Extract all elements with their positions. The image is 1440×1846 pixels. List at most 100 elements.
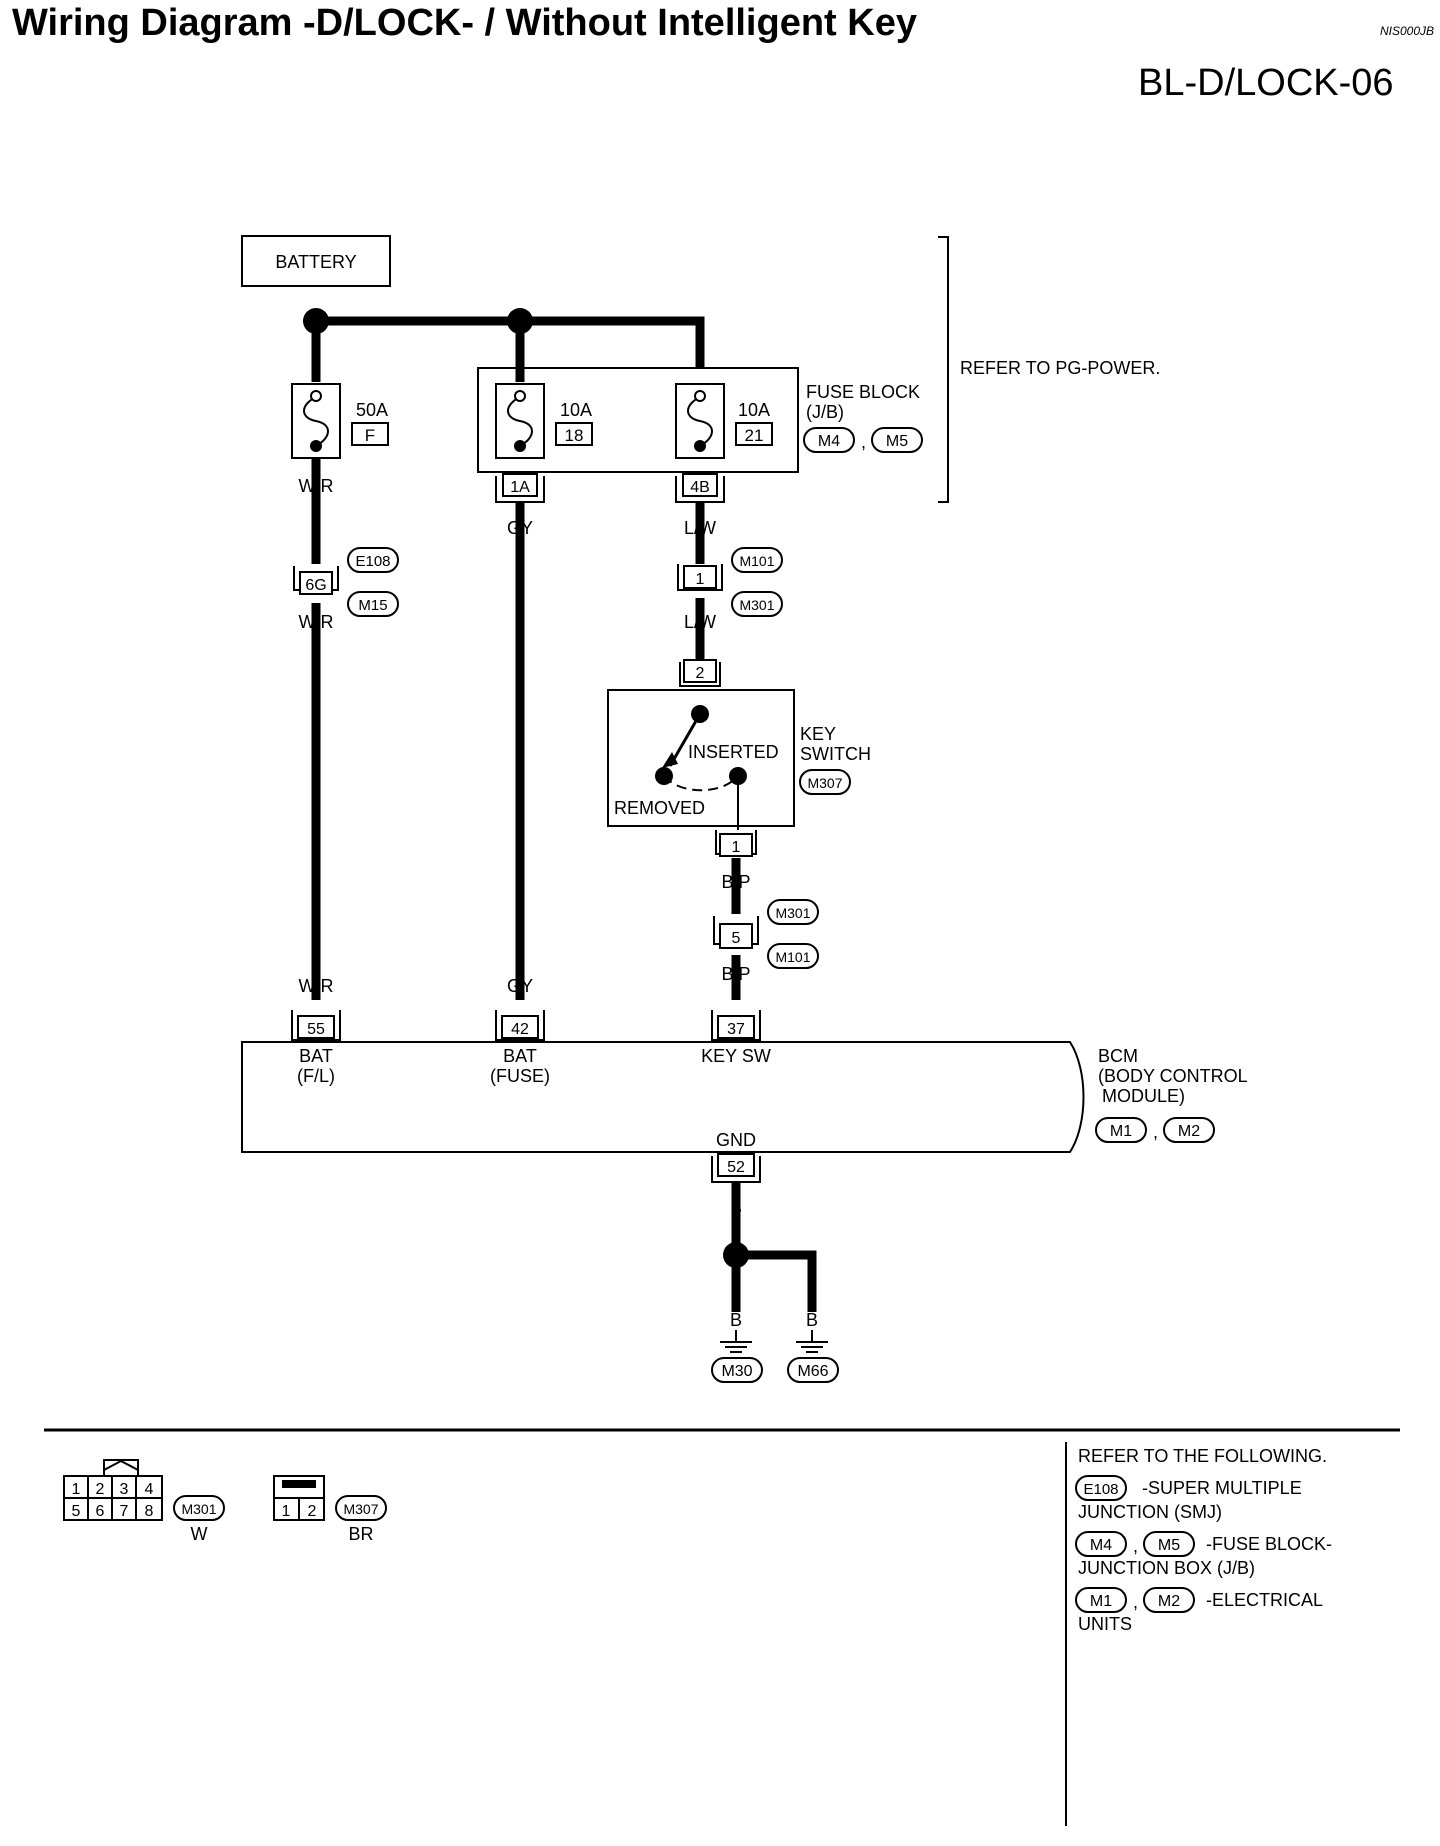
wire-color-w-r-3: W/R (299, 976, 334, 996)
svg-text:UNITS: UNITS (1078, 1614, 1132, 1634)
key-switch-connector-m307: M307 (807, 775, 842, 791)
svg-text:E108: E108 (1083, 1481, 1118, 1498)
connector-m101-tag-2: M101 (775, 949, 810, 965)
bcm-pin-55: 55 (307, 1021, 325, 1038)
svg-text:8: 8 (145, 1503, 154, 1520)
bcm-pin-52: 52 (727, 1159, 745, 1176)
connector-m101-tag-1: M101 (739, 553, 774, 569)
ground-m30-tag: M30 (721, 1363, 752, 1380)
bcm-pin-37: 37 (727, 1021, 745, 1038)
wire-color-b-p-2: B/P (721, 964, 750, 984)
key-switch-box (607, 689, 795, 827)
connector-m301-tag-1: M301 (739, 597, 774, 613)
wire-color-gy-2: GY (507, 976, 533, 996)
page-title: Wiring Diagram -D/LOCK- / Without Intell… (12, 2, 917, 44)
ground-symbol-m30 (720, 1330, 752, 1353)
pin-6g: 6G (305, 577, 326, 594)
bcm-terminal-55-name-1: BAT (299, 1046, 333, 1066)
wire-color-l-w-2: L/W (684, 612, 716, 632)
bcm-terminal-37-name: KEY SW (701, 1046, 771, 1066)
bcm-connector-m1: M1 (1110, 1123, 1132, 1140)
key-switch-label-line2: SWITCH (800, 744, 871, 764)
svg-text:-SUPER MULTIPLE: -SUPER MULTIPLE (1142, 1478, 1302, 1498)
fuse-10a-21 (675, 383, 725, 459)
connector-m15-tag: M15 (358, 597, 387, 614)
svg-text:JUNCTION (SMJ): JUNCTION (SMJ) (1078, 1502, 1222, 1522)
fuse-terminal-1a: 1A (510, 479, 530, 496)
wire-b-ground-segment-2 (736, 1250, 817, 1312)
connector-view-m307-color: BR (348, 1524, 373, 1544)
svg-text:4: 4 (145, 1481, 154, 1498)
svg-text:7: 7 (120, 1503, 129, 1520)
splice-ground (723, 1242, 749, 1268)
svg-text:1: 1 (72, 1481, 81, 1498)
svg-text:,: , (861, 432, 866, 452)
connector-view-m301-id: M301 (181, 1501, 216, 1517)
fuse-50a-amp: 50A (356, 400, 388, 420)
connector-l-w-1 (683, 565, 717, 589)
fuse-2-amp: 10A (738, 400, 770, 420)
bcm-gnd-label: GND (716, 1130, 756, 1150)
ground-m66-tag: M66 (797, 1363, 828, 1380)
svg-text:,: , (1133, 1592, 1138, 1612)
key-switch-inserted: INSERTED (688, 742, 779, 762)
fuse-block-connector-m5: M5 (886, 433, 908, 450)
pin-b-p-5: 5 (732, 930, 741, 947)
connector-view-m307: 1 2 M307 BR (273, 1475, 387, 1544)
fuse-block-box (477, 367, 799, 473)
key-switch-pin-2: 2 (696, 665, 705, 682)
bcm-label-line2: (BODY CONTROL (1098, 1066, 1248, 1086)
svg-text:M1: M1 (1090, 1593, 1112, 1610)
svg-text:3: 3 (120, 1481, 129, 1498)
wire-color-w-r-2: W/R (299, 612, 334, 632)
svg-text:JUNCTION BOX (J/B): JUNCTION BOX (J/B) (1078, 1558, 1255, 1578)
ground-symbol-m66 (796, 1330, 828, 1353)
power-bracket (938, 236, 949, 503)
wire-color-w-r-1: W/R (299, 476, 334, 496)
wire-color-b-3: B (806, 1310, 818, 1330)
fuse-50a-element (303, 396, 329, 447)
svg-text:5: 5 (72, 1503, 81, 1520)
svg-text:2: 2 (96, 1481, 105, 1498)
bcm-terminal-42-name-1: BAT (503, 1046, 537, 1066)
fuse-1-id: 18 (565, 426, 584, 445)
refer-heading: REFER TO THE FOLLOWING. (1078, 1446, 1327, 1466)
wire-color-b-p-1: B/P (721, 872, 750, 892)
bcm-label-line3: MODULE) (1102, 1086, 1185, 1106)
refer-legend: REFER TO THE FOLLOWING. E108 -SUPER MULT… (1075, 1446, 1332, 1634)
fuse-block-label-line1: FUSE BLOCK (806, 382, 920, 402)
svg-text:M2: M2 (1158, 1593, 1180, 1610)
key-switch-label-line1: KEY (800, 724, 836, 744)
battery-bus-wire (316, 316, 705, 368)
fuse-2-id: 21 (745, 426, 764, 445)
fuse-50a-id: F (365, 426, 375, 445)
key-switch-removed: REMOVED (614, 798, 705, 818)
connector-view-m301: 1 2 3 4 5 6 7 8 M301 W (63, 1459, 225, 1544)
fuse-block-label-line2: (J/B) (806, 402, 844, 422)
key-switch-lever (668, 713, 702, 767)
document-id: NIS000JB (1380, 24, 1435, 38)
wire-color-b-1: B (730, 1198, 742, 1218)
svg-text:,: , (1153, 1122, 1158, 1142)
svg-text:2: 2 (308, 1503, 317, 1520)
svg-text:-FUSE BLOCK-: -FUSE BLOCK- (1206, 1534, 1332, 1554)
connector-e108-tag: E108 (355, 553, 390, 570)
splice-battery-left (303, 308, 329, 334)
connector-m301-tag-2: M301 (775, 905, 810, 921)
fuse-1-amp: 10A (560, 400, 592, 420)
connector-view-m301-color: W (191, 1524, 208, 1544)
bcm-label-line1: BCM (1098, 1046, 1138, 1066)
svg-text:M4: M4 (1090, 1537, 1112, 1554)
bcm-box (241, 1041, 1085, 1153)
key-switch-pin-1: 1 (732, 839, 741, 856)
connector-b-p-5 (719, 923, 753, 949)
pin-l-w-1: 1 (696, 571, 705, 588)
refer-pg-power-note: REFER TO PG-POWER. (960, 358, 1160, 378)
page-reference: BL-D/LOCK-06 (1138, 62, 1394, 104)
fuse-50a (291, 383, 341, 459)
wire-color-l-w-1: L/W (684, 518, 716, 538)
battery-box (241, 235, 391, 287)
bcm-pin-42: 42 (511, 1021, 529, 1038)
connector-view-m307-id: M307 (343, 1501, 378, 1517)
